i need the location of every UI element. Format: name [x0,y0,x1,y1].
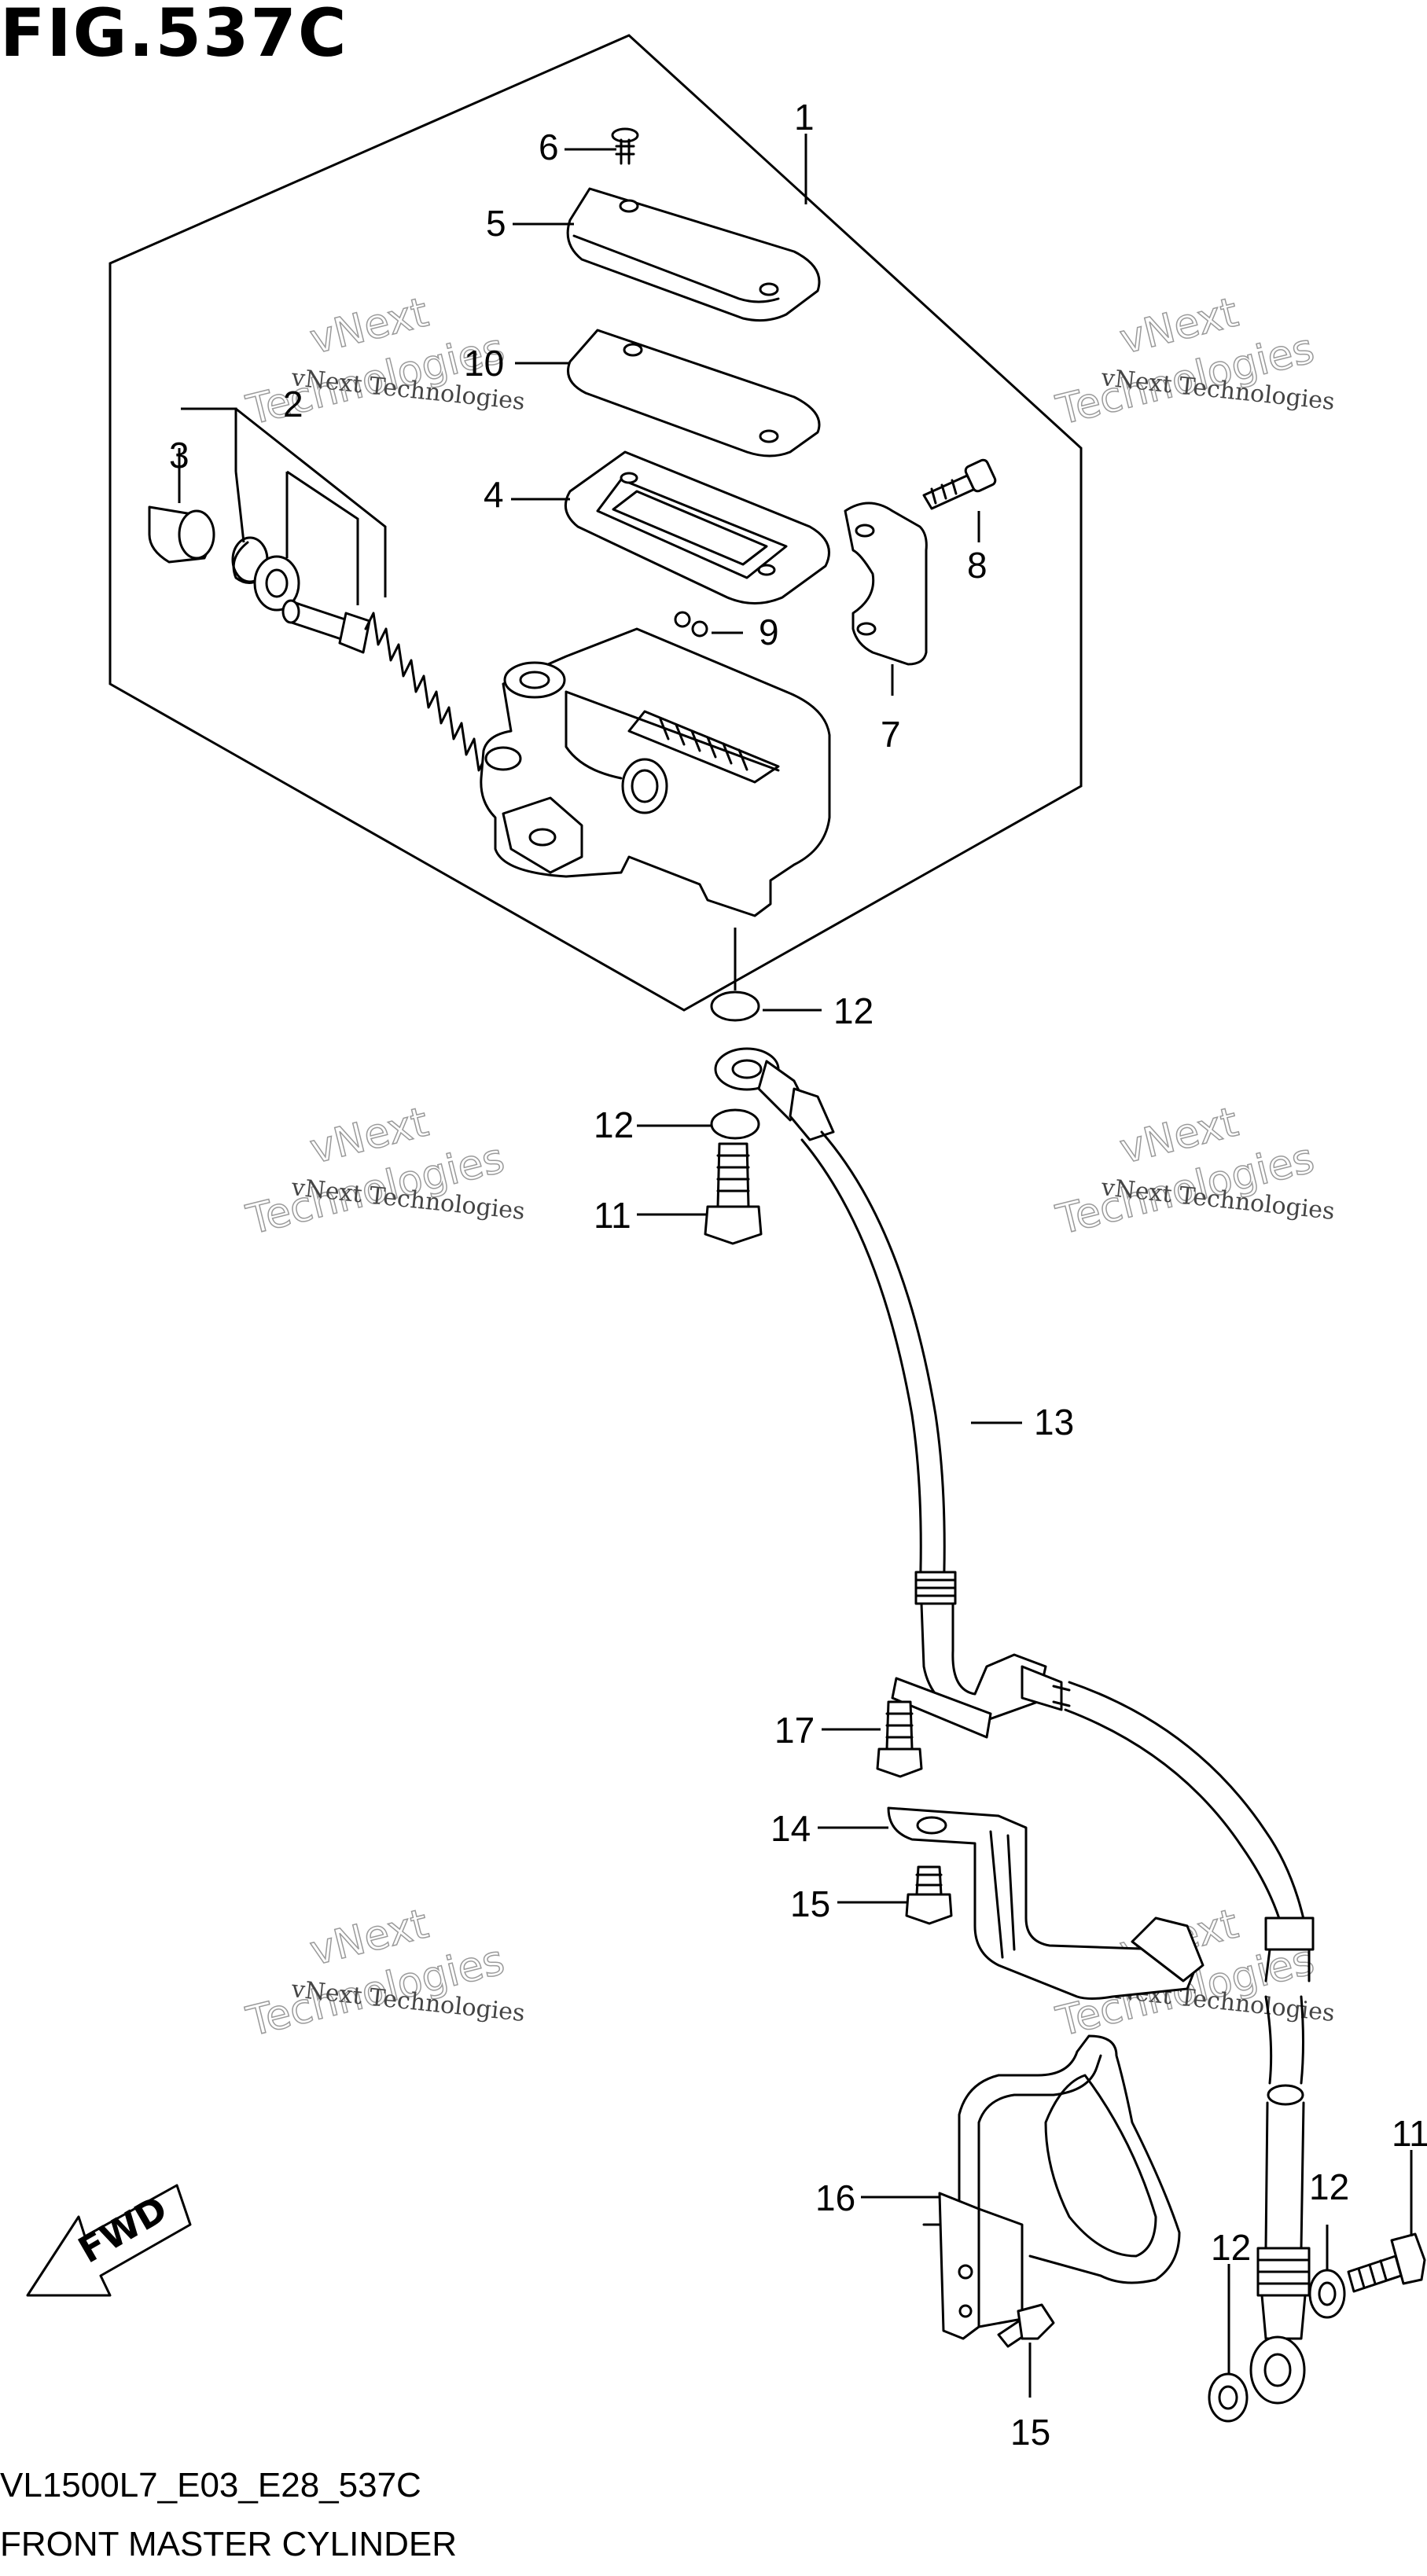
piston-washer [253,555,300,612]
callout-15: 15 [790,1883,830,1924]
watermark-3: vNext Technologies vNext Technologies [241,1098,526,1245]
hose-guide-bracket [922,2034,1181,2340]
union-bolt-lower [1347,2232,1426,2293]
callout-9: 9 [759,612,779,652]
watermark-2: vNext Technologies vNext Technologies [1051,288,1336,435]
banjo-washer-bottom-right-hole [1318,2281,1337,2306]
callout-2: 2 [283,384,303,424]
bracket-bolt-lower [997,2303,1055,2348]
callout-1: 1 [794,97,815,138]
callout-17: 17 [774,1710,815,1751]
hose-bracket [887,1806,1204,2000]
bracket-bolt-upper [905,1865,953,1925]
banjo-washer-bottom-left-hole [1218,2385,1238,2410]
figure-title: FIG.537C [0,0,348,72]
watermark-5: vNext Technologies vNext Technologies [241,1900,526,2047]
callout-5: 5 [486,203,506,244]
cap-screw [611,127,639,165]
piston-spring [281,599,501,788]
banjo-washer-lower [710,1108,760,1140]
diaphragm [564,450,830,604]
callout-12-second: 12 [594,1104,634,1145]
callout-8: 8 [967,545,987,586]
callout-16: 16 [815,2177,855,2218]
figure-name: FRONT MASTER CYLINDER [0,2525,458,2563]
callout-12-fourth: 12 [1309,2166,1349,2207]
reservoir-cap [566,187,821,322]
callout-6: 6 [539,127,559,167]
assembly-group-outline [108,34,1083,1012]
callout-7: 7 [881,714,901,755]
clamp-bolt [922,458,997,510]
callout-12-third: 12 [1211,2227,1251,2268]
callout-3: 3 [169,435,189,476]
callout-4: 4 [484,474,504,515]
model-code: VL1500L7_E03_E28_537C [0,2466,421,2504]
callout-13: 13 [1034,1402,1074,1442]
callout-11-lower: 11 [1392,2113,1427,2154]
callout-11: 11 [594,1195,631,1236]
callout-15-lower: 15 [1010,2412,1050,2453]
clamp-bolt-17 [876,1700,923,1778]
clamp-holder [844,502,928,666]
leader-lines [178,134,1413,2398]
union-bolt [704,1142,763,1245]
callout-12: 12 [833,990,873,1031]
callout-10: 10 [464,343,504,384]
brake-hose [714,1047,1315,2405]
master-cylinder-body [480,627,831,917]
hose-clamp [891,1677,992,1739]
callout-14: 14 [771,1808,811,1849]
diaphragm-plate [567,329,821,458]
banjo-washer-top [710,990,760,1022]
forward-arrow: FWD [26,2184,192,2297]
watermark-4: vNext Technologies vNext Technologies [1051,1098,1336,1245]
switch-screw [674,611,708,638]
piston-boot [148,505,215,564]
